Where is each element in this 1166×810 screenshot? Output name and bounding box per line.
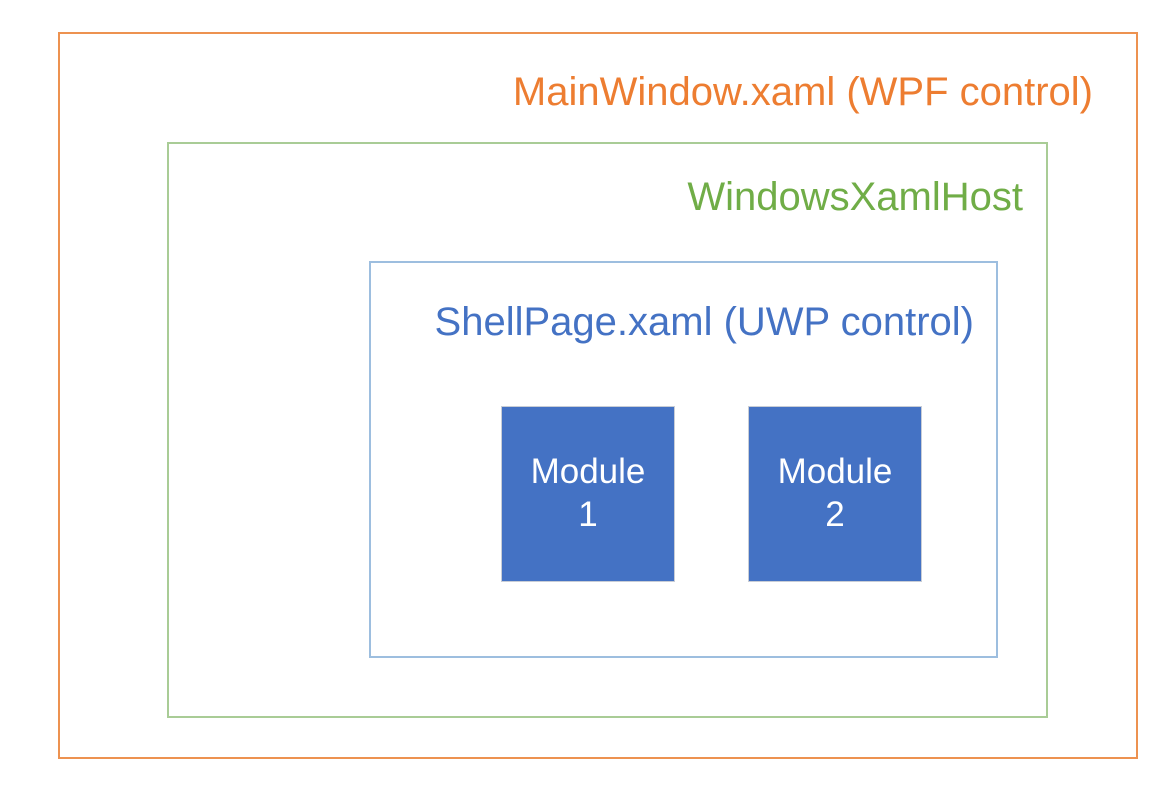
module-2-box: Module 2 [748,406,922,582]
module-1-box: Module 1 [501,406,675,582]
module-2-label: Module 2 [777,452,893,534]
mainwindow-label: MainWindow.xaml (WPF control) [512,70,1093,114]
windowsxamlhost-label: WindowsXamlHost [687,175,1023,219]
module-1-label: Module 1 [530,452,646,534]
mainwindow-container [58,32,1138,759]
shellpage-label: ShellPage.xaml (UWP control) [434,300,974,344]
windowsxamlhost-container [167,142,1048,718]
shellpage-container [369,261,998,658]
